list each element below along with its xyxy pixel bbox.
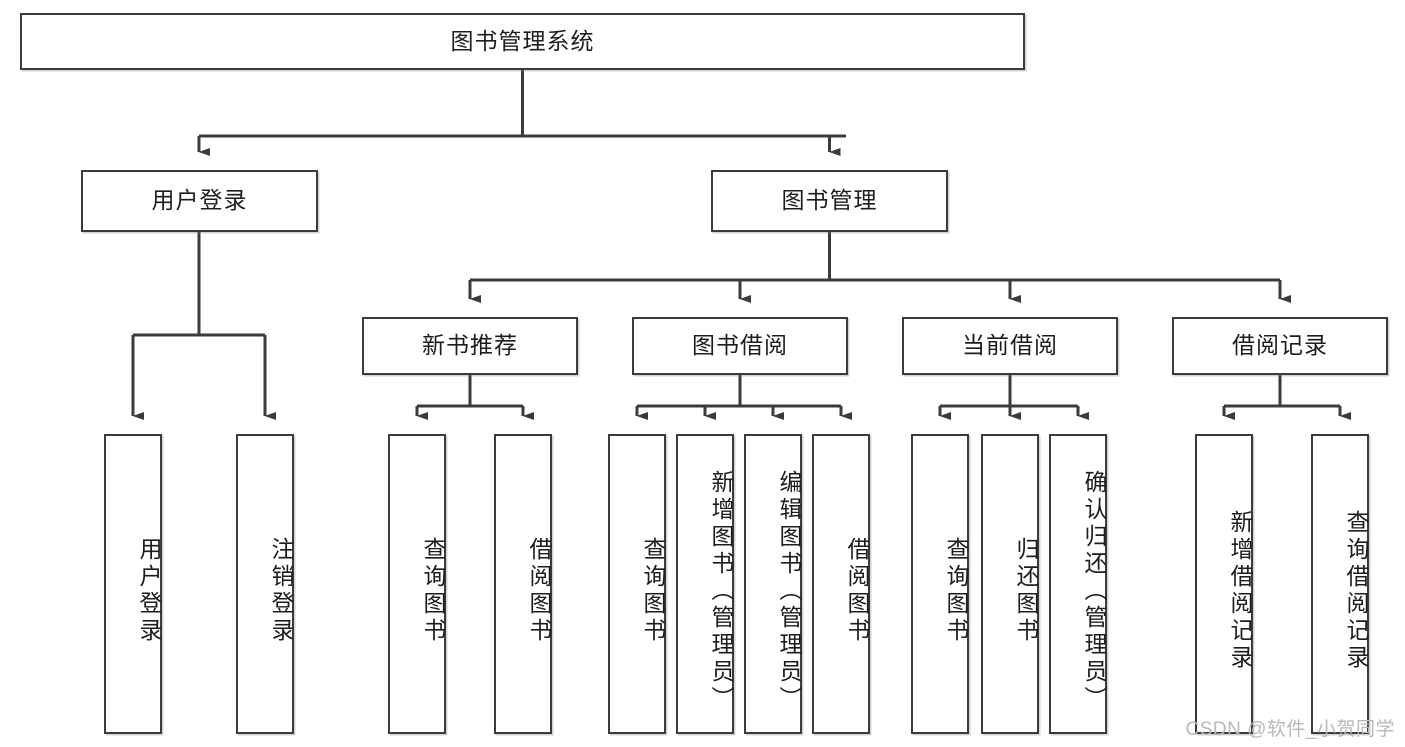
leaf-borrow-record-query[interactable]: 查询借阅记录 bbox=[1311, 434, 1369, 734]
node-root-system[interactable]: 图书管理系统 bbox=[20, 13, 1025, 70]
node-book-borrow[interactable]: 图书借阅 bbox=[632, 317, 848, 375]
node-label: 用户登录 bbox=[151, 187, 248, 214]
leaf-current-borrow-return[interactable]: 归还图书 bbox=[981, 434, 1039, 734]
node-label: 图书管理 bbox=[781, 187, 878, 214]
node-label: 图书管理系统 bbox=[450, 27, 595, 54]
leaf-new-book-borrow[interactable]: 借阅图书 bbox=[494, 434, 552, 734]
leaf-book-borrow-edit-admin[interactable]: 编辑图书（管理员） bbox=[744, 434, 802, 734]
node-book-management[interactable]: 图书管理 bbox=[711, 170, 948, 232]
node-borrow-record[interactable]: 借阅记录 bbox=[1172, 317, 1388, 375]
node-label: 编辑图书（管理员） bbox=[776, 469, 802, 713]
node-label: 注销登录 bbox=[268, 537, 294, 645]
leaf-book-borrow-query[interactable]: 查询图书 bbox=[608, 434, 666, 734]
node-label: 借阅图书 bbox=[844, 537, 870, 645]
node-label: 查询图书 bbox=[640, 537, 666, 645]
node-label: 用户登录 bbox=[136, 537, 162, 645]
node-label: 新增图书（管理员） bbox=[708, 469, 734, 713]
node-label: 新增借阅记录 bbox=[1227, 510, 1253, 672]
leaf-book-borrow-borrow[interactable]: 借阅图书 bbox=[812, 434, 870, 734]
watermark: CSDN @软件_小贺同学 bbox=[1185, 719, 1395, 740]
node-label: 查询借阅记录 bbox=[1343, 510, 1369, 672]
node-label: 图书借阅 bbox=[692, 332, 788, 359]
leaf-new-book-query[interactable]: 查询图书 bbox=[388, 434, 446, 734]
node-label: 查询图书 bbox=[943, 537, 969, 645]
node-label: 借阅图书 bbox=[526, 537, 552, 645]
node-user-login[interactable]: 用户登录 bbox=[81, 170, 318, 232]
leaf-current-borrow-confirm-admin[interactable]: 确认归还（管理员） bbox=[1049, 434, 1107, 734]
node-label: 归还图书 bbox=[1013, 537, 1039, 645]
node-new-book-recommend[interactable]: 新书推荐 bbox=[362, 317, 578, 375]
node-label: 确认归还（管理员） bbox=[1081, 469, 1107, 713]
node-label: 新书推荐 bbox=[422, 332, 518, 359]
node-label: 当前借阅 bbox=[962, 332, 1058, 359]
leaf-borrow-record-add[interactable]: 新增借阅记录 bbox=[1195, 434, 1253, 734]
leaf-current-borrow-query[interactable]: 查询图书 bbox=[911, 434, 969, 734]
node-label: 查询图书 bbox=[420, 537, 446, 645]
leaf-user-login-logout[interactable]: 注销登录 bbox=[236, 434, 294, 734]
node-current-borrow[interactable]: 当前借阅 bbox=[902, 317, 1118, 375]
node-label: 借阅记录 bbox=[1232, 332, 1328, 359]
leaf-user-login-login[interactable]: 用户登录 bbox=[104, 434, 162, 734]
leaf-book-borrow-add-admin[interactable]: 新增图书（管理员） bbox=[676, 434, 734, 734]
